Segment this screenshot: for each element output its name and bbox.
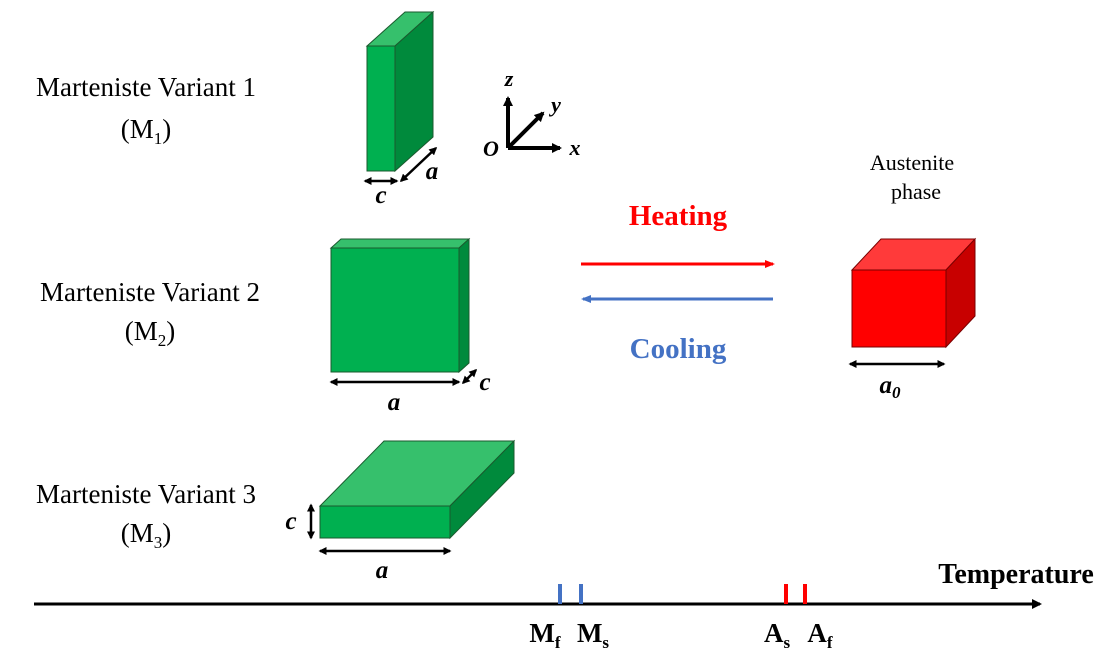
variant-2-symbol: (M2) <box>125 316 176 350</box>
variant-3-name: Marteniste Variant 3 <box>36 479 256 509</box>
variant-2-label: Marteniste Variant 2 (M2) <box>40 277 260 350</box>
temperature-axis-label: Temperature <box>938 559 1094 590</box>
phase-transition-arrows: Heating Cooling <box>581 200 775 365</box>
variant-3-a-label: a <box>376 557 389 584</box>
af-label: Af <box>807 618 833 652</box>
variant-1-a-dimension-arrow <box>399 146 438 183</box>
variant-2-side-face <box>458 237 470 374</box>
variant-1-block: c a <box>363 10 439 209</box>
origin-label: O <box>483 136 499 161</box>
variant-1-a-label: a <box>426 158 439 185</box>
austenite-label-line2: phase <box>891 179 941 204</box>
ms-label: Ms <box>577 618 609 652</box>
cooling-label: Cooling <box>630 333 727 365</box>
variant-3-symbol: (M3) <box>121 518 172 552</box>
temperature-axis: Temperature Mf Ms As Af <box>34 559 1094 652</box>
variant-2-front-face <box>330 247 460 373</box>
austenite-a0-label: a0 <box>880 372 902 402</box>
mf-label: Mf <box>529 618 560 652</box>
austenite-front-face <box>851 269 947 348</box>
variant-2-top-face <box>329 238 471 249</box>
variant-3-label: Marteniste Variant 3 (M3) <box>36 479 256 552</box>
variant-2-c-label: c <box>479 369 490 396</box>
variant-2-c-dimension-arrow <box>461 368 478 385</box>
as-label: As <box>764 618 791 652</box>
variant-3-front-face <box>319 505 451 539</box>
austenite-label-line1: Austenite <box>870 150 954 175</box>
variant-2-block: a c <box>329 237 491 416</box>
variant-2-a-label: a <box>388 389 401 416</box>
variant-2-name: Marteniste Variant 2 <box>40 277 260 307</box>
variant-3-c-label: c <box>285 508 296 535</box>
z-axis-label: z <box>504 66 514 91</box>
heating-label: Heating <box>629 200 728 232</box>
variant-1-symbol: (M1) <box>121 114 172 148</box>
austenite-cube: Austenite phase a0 <box>848 150 977 402</box>
x-axis-label: x <box>569 135 581 160</box>
variant-1-front-face <box>366 45 396 172</box>
variant-1-name: Marteniste Variant 1 <box>36 72 256 102</box>
coordinate-axes: z y x O <box>483 66 580 161</box>
y-axis-label: y <box>548 92 561 117</box>
y-axis-arrow <box>506 111 545 150</box>
variant-3-block: c a <box>285 439 516 584</box>
variant-1-c-label: c <box>375 182 386 209</box>
variant-1-label: Marteniste Variant 1 (M1) <box>36 72 256 148</box>
